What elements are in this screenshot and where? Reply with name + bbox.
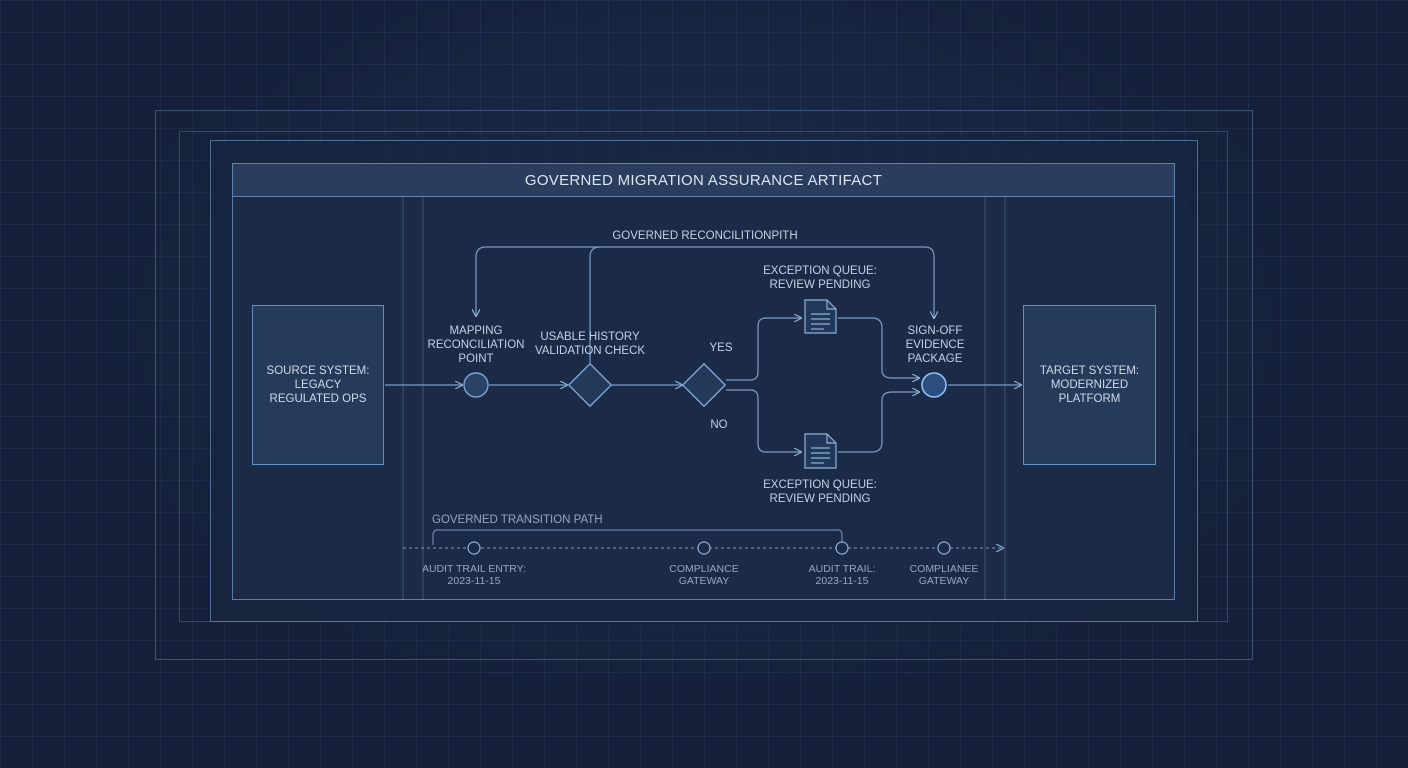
flow-yes-branch <box>726 318 801 381</box>
exception-queue-bottom-label: EXCEPTION QUEUE: REVIEW PENDING <box>763 479 877 505</box>
document-icon <box>804 299 837 334</box>
diagram-title: GOVERNED MIGRATION ASSURANCE ARTIFACT <box>232 163 1175 197</box>
signoff-node <box>921 372 947 398</box>
timeline-marker <box>467 541 481 555</box>
reconciliation-path-label: GOVERNED RECONCILITIONPITH <box>612 230 798 242</box>
timeline-label: COMPLIANEE GATEWAY <box>909 563 979 587</box>
column-dividers <box>402 197 1006 600</box>
no-label: NO <box>710 419 728 431</box>
flow-no-branch <box>726 389 801 452</box>
timeline-marker <box>835 541 849 555</box>
source-system-box: SOURCE SYSTEM: LEGACY REGULATED OPS <box>252 305 384 465</box>
target-system-box: TARGET SYSTEM: MODERNIZED PLATFORM <box>1023 305 1156 465</box>
reconciliation-return <box>476 246 600 316</box>
signoff-label: SIGN-OFF EVIDENCE PACKAGE <box>905 325 965 365</box>
flow-no-to-signoff <box>838 392 919 453</box>
validation-check-label: USABLE HISTORY VALIDATION CHECK <box>534 331 646 357</box>
validation-diamond <box>567 362 613 408</box>
transition-path-bracket <box>432 529 843 545</box>
timeline-marker <box>937 541 951 555</box>
exception-queue-top-label: EXCEPTION QUEUE: REVIEW PENDING <box>763 265 877 291</box>
timeline-marker <box>697 541 711 555</box>
decision-diamond <box>681 362 727 408</box>
reconciliation-loop <box>589 246 934 363</box>
timeline-label: AUDIT TRAIL ENTRY: 2023-11-15 <box>421 563 527 587</box>
yes-label: YES <box>709 342 733 354</box>
transition-path-label: GOVERNED TRANSITION PATH <box>432 514 603 526</box>
timeline-label: COMPLIANCE GATEWAY <box>669 563 739 587</box>
flow-yes-to-signoff <box>838 317 919 378</box>
timeline-label: AUDIT TRAIL: 2023-11-15 <box>808 563 876 587</box>
document-icon <box>804 433 837 469</box>
mapping-point-node <box>463 372 489 398</box>
mapping-point-label: MAPPING RECONCILIATION POINT <box>427 325 525 365</box>
